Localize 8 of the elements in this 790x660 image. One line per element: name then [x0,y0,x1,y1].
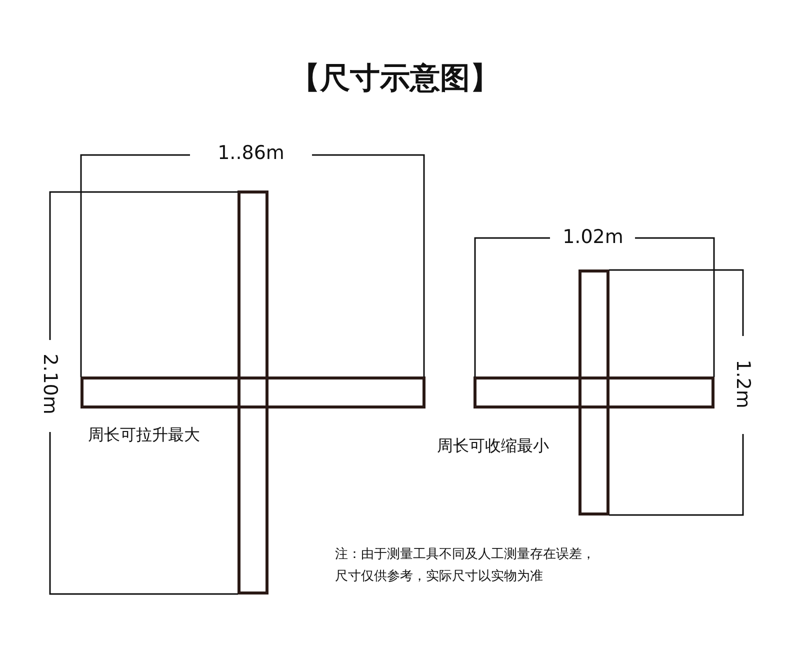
dimension-label: 2.10m [39,352,61,416]
dimension-label: 1..86m [216,142,286,164]
note: 注：由于测量工具不同及人工测量存在误差，尺寸仅供参考，实际尺寸以实物为准 [335,546,596,586]
dimension-label: 1.2m [732,358,754,410]
title: 【尺寸示意图】 [289,60,501,98]
caption: 周长可拉升最大 [88,425,200,446]
caption: 周长可收缩最小 [437,436,549,457]
dimension-label: 1.02m [562,226,624,248]
